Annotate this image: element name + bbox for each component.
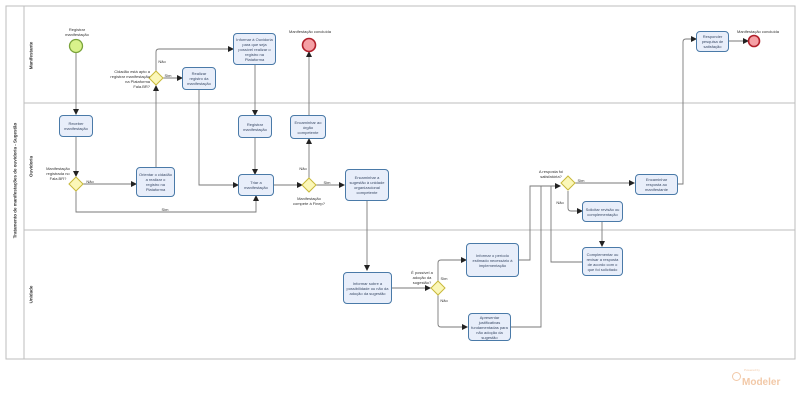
flow-satisfatoria-revisao (567, 191, 583, 214)
flow-apto-informar (155, 46, 234, 71)
flow-complementar-satisfatoria (550, 186, 582, 263)
flow-possivel-apresentar (437, 295, 468, 330)
task-informar-periodo[interactable]: Informar o período estimado necessário à… (466, 243, 519, 277)
task-encaminhar-sugestao[interactable]: Encaminhar a sugestão à unidade organiza… (345, 169, 389, 201)
pool-border (5, 5, 796, 360)
task-responder-pesquisa[interactable]: Responder pesquisa de satisfação (696, 31, 729, 52)
gateway-apto-label: Cidadão está apto a registrar manifestaç… (110, 69, 150, 89)
flow-label-sim-apto: Sim (164, 73, 172, 78)
end-event-1[interactable] (301, 37, 317, 53)
end-event-2-label: Manifestação concluída (736, 29, 780, 34)
gateway-registrada-label: Manifestação registrada no Fala.BR? (46, 166, 70, 181)
flow-label-sim-satisfatoria: Sim (577, 178, 585, 183)
flow-label-nao-possivel: Não (440, 298, 448, 303)
start-event[interactable] (68, 38, 84, 54)
task-complementar-resposta[interactable]: Complementar ou revisar a resposta de ac… (582, 247, 623, 276)
gateway-apto[interactable] (148, 70, 164, 86)
flow-label-sim-possivel: Sim (440, 276, 448, 281)
task-registrar-manifestacao[interactable]: Registrar manifestação (238, 115, 272, 138)
lane-label-ouvidoria: Ouvidoria (28, 156, 34, 178)
flow-apresentar-satisfatoria (511, 186, 542, 328)
flow-resposta-pesquisa (678, 36, 697, 185)
flow-label-nao-apto: Não (158, 59, 166, 64)
task-informar-possibilidade[interactable]: Informar sobre a possibilidade ou não da… (343, 272, 392, 304)
end-event-2[interactable] (747, 34, 761, 48)
lane-label-unidade: Unidade (28, 285, 34, 304)
lane-label-manifestante: Manifestante (28, 41, 34, 70)
gateway-compete[interactable] (301, 177, 317, 193)
task-orientar-cidadao[interactable]: Orientar o cidadão a realizar o registro… (136, 167, 175, 197)
task-encaminhar-resposta[interactable]: Encaminhar resposta ao manifestante (635, 174, 678, 195)
pool-title: Tratamento de manifestações de ouvidoria… (12, 122, 18, 239)
gateway-registrada[interactable] (68, 176, 84, 192)
gateway-possivel[interactable] (430, 280, 446, 296)
watermark-brand-text: Modeler (742, 377, 781, 388)
flow-label-nao-compete: Não (299, 166, 307, 171)
gateway-compete-label: Manifestação compete à Finep? (292, 196, 326, 206)
flow-periodo-satisfatoria (519, 183, 561, 261)
gateway-satisfatoria-label: A resposta foi satisfatória? (538, 169, 564, 179)
end-event-1-label: Manifestação concluída (288, 29, 332, 34)
flow-label-nao-satisfatoria: Não (556, 200, 564, 205)
task-encaminhar-orgao[interactable]: Encaminhar ao órgão competente (290, 115, 326, 139)
task-realizar-registro[interactable]: Realizar registro da manifestação (182, 67, 216, 90)
gateway-possivel-label: É possível a adoção da sugestão? (411, 270, 433, 285)
task-apresentar-justificativas[interactable]: Apresentar justificativas fundamentadas … (468, 313, 511, 341)
task-informar-ouvidoria[interactable]: Informar à Ouvidoria para que seja possí… (233, 33, 276, 65)
task-receber-manifestacao[interactable]: Receber manifestação (59, 115, 93, 137)
task-triar-manifestacao[interactable]: Triar a manifestação (238, 174, 274, 196)
modeler-logo-icon (732, 372, 741, 381)
flow-possivel-periodo (437, 257, 467, 281)
start-event-label: Registrar manifestação (65, 27, 89, 37)
modeler-watermark: Powered by Modeler (732, 368, 781, 390)
task-solicitar-revisao[interactable]: Solicitar revisão ou complementação (582, 201, 623, 222)
flow-realizar-triar (198, 90, 239, 188)
gateway-satisfatoria[interactable] (560, 175, 576, 191)
flow-gw-triar-sim (75, 191, 259, 213)
watermark-small-text: Powered by (744, 368, 760, 372)
flow-label-nao-registrada: Não (86, 179, 94, 184)
flow-label-sim-compete: Sim (323, 180, 331, 185)
flow-label-sim-registrada: Sim (161, 207, 169, 212)
